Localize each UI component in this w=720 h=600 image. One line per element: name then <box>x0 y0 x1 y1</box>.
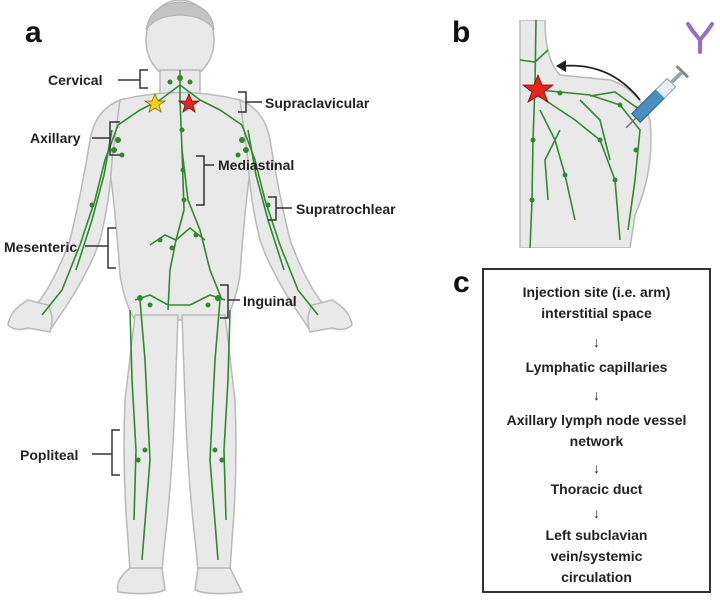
flow-step-1-line-2: interstitial space <box>541 305 652 321</box>
label-supratrochlear: Supratrochlear <box>296 201 396 217</box>
flow-step-5-line-3: circulation <box>561 569 632 585</box>
flow-step-1-line-1: Injection site (i.e. arm) <box>522 284 671 300</box>
flow-step-3-line-1: Axillary lymph node vessel <box>506 412 687 428</box>
flowchart-box: Injection site (i.e. arm) interstitial s… <box>482 268 711 593</box>
label-mesenteric: Mesenteric <box>4 239 78 255</box>
panel-letter-c: c <box>453 266 470 299</box>
down-arrow-icon: ↓ <box>593 387 600 403</box>
panel-letter-a: a <box>25 16 42 49</box>
label-cervical: Cervical <box>48 72 103 88</box>
shoulder-lymph-nodes <box>529 90 639 203</box>
label-brackets <box>85 69 292 476</box>
hair <box>145 1 215 31</box>
lymph-nodes <box>89 75 271 463</box>
red-star-icon <box>521 73 555 103</box>
antibody-icon <box>686 22 714 54</box>
flow-step-5-line-2: vein/systemic <box>550 548 643 564</box>
lymph-vessels <box>41 70 319 561</box>
label-axillary: Axillary <box>30 130 81 146</box>
flow-step-3-line-2: network <box>569 433 624 449</box>
down-arrow-icon: ↓ <box>593 334 600 350</box>
down-arrow-icon: ↓ <box>593 460 600 476</box>
label-inguinal: Inguinal <box>243 293 297 309</box>
label-popliteal: Popliteal <box>20 447 79 463</box>
yellow-star-icon <box>143 92 167 113</box>
panel-letter-b: b <box>452 16 471 49</box>
label-supraclavicular: Supraclavicular <box>265 95 370 111</box>
label-mediastinal: Mediastinal <box>218 157 295 173</box>
body-silhouette <box>7 0 353 595</box>
flow-step-5-line-1: Left subclavian <box>545 527 648 543</box>
red-star-icon <box>177 92 201 113</box>
shoulder-silhouette <box>519 20 652 248</box>
flow-step-2-line-1: Lymphatic capillaries <box>525 359 668 375</box>
flow-arrow-icon <box>561 64 641 101</box>
flow-step-4-line-1: Thoracic duct <box>550 481 643 497</box>
down-arrow-icon: ↓ <box>593 505 600 521</box>
syringe-icon <box>625 64 690 129</box>
